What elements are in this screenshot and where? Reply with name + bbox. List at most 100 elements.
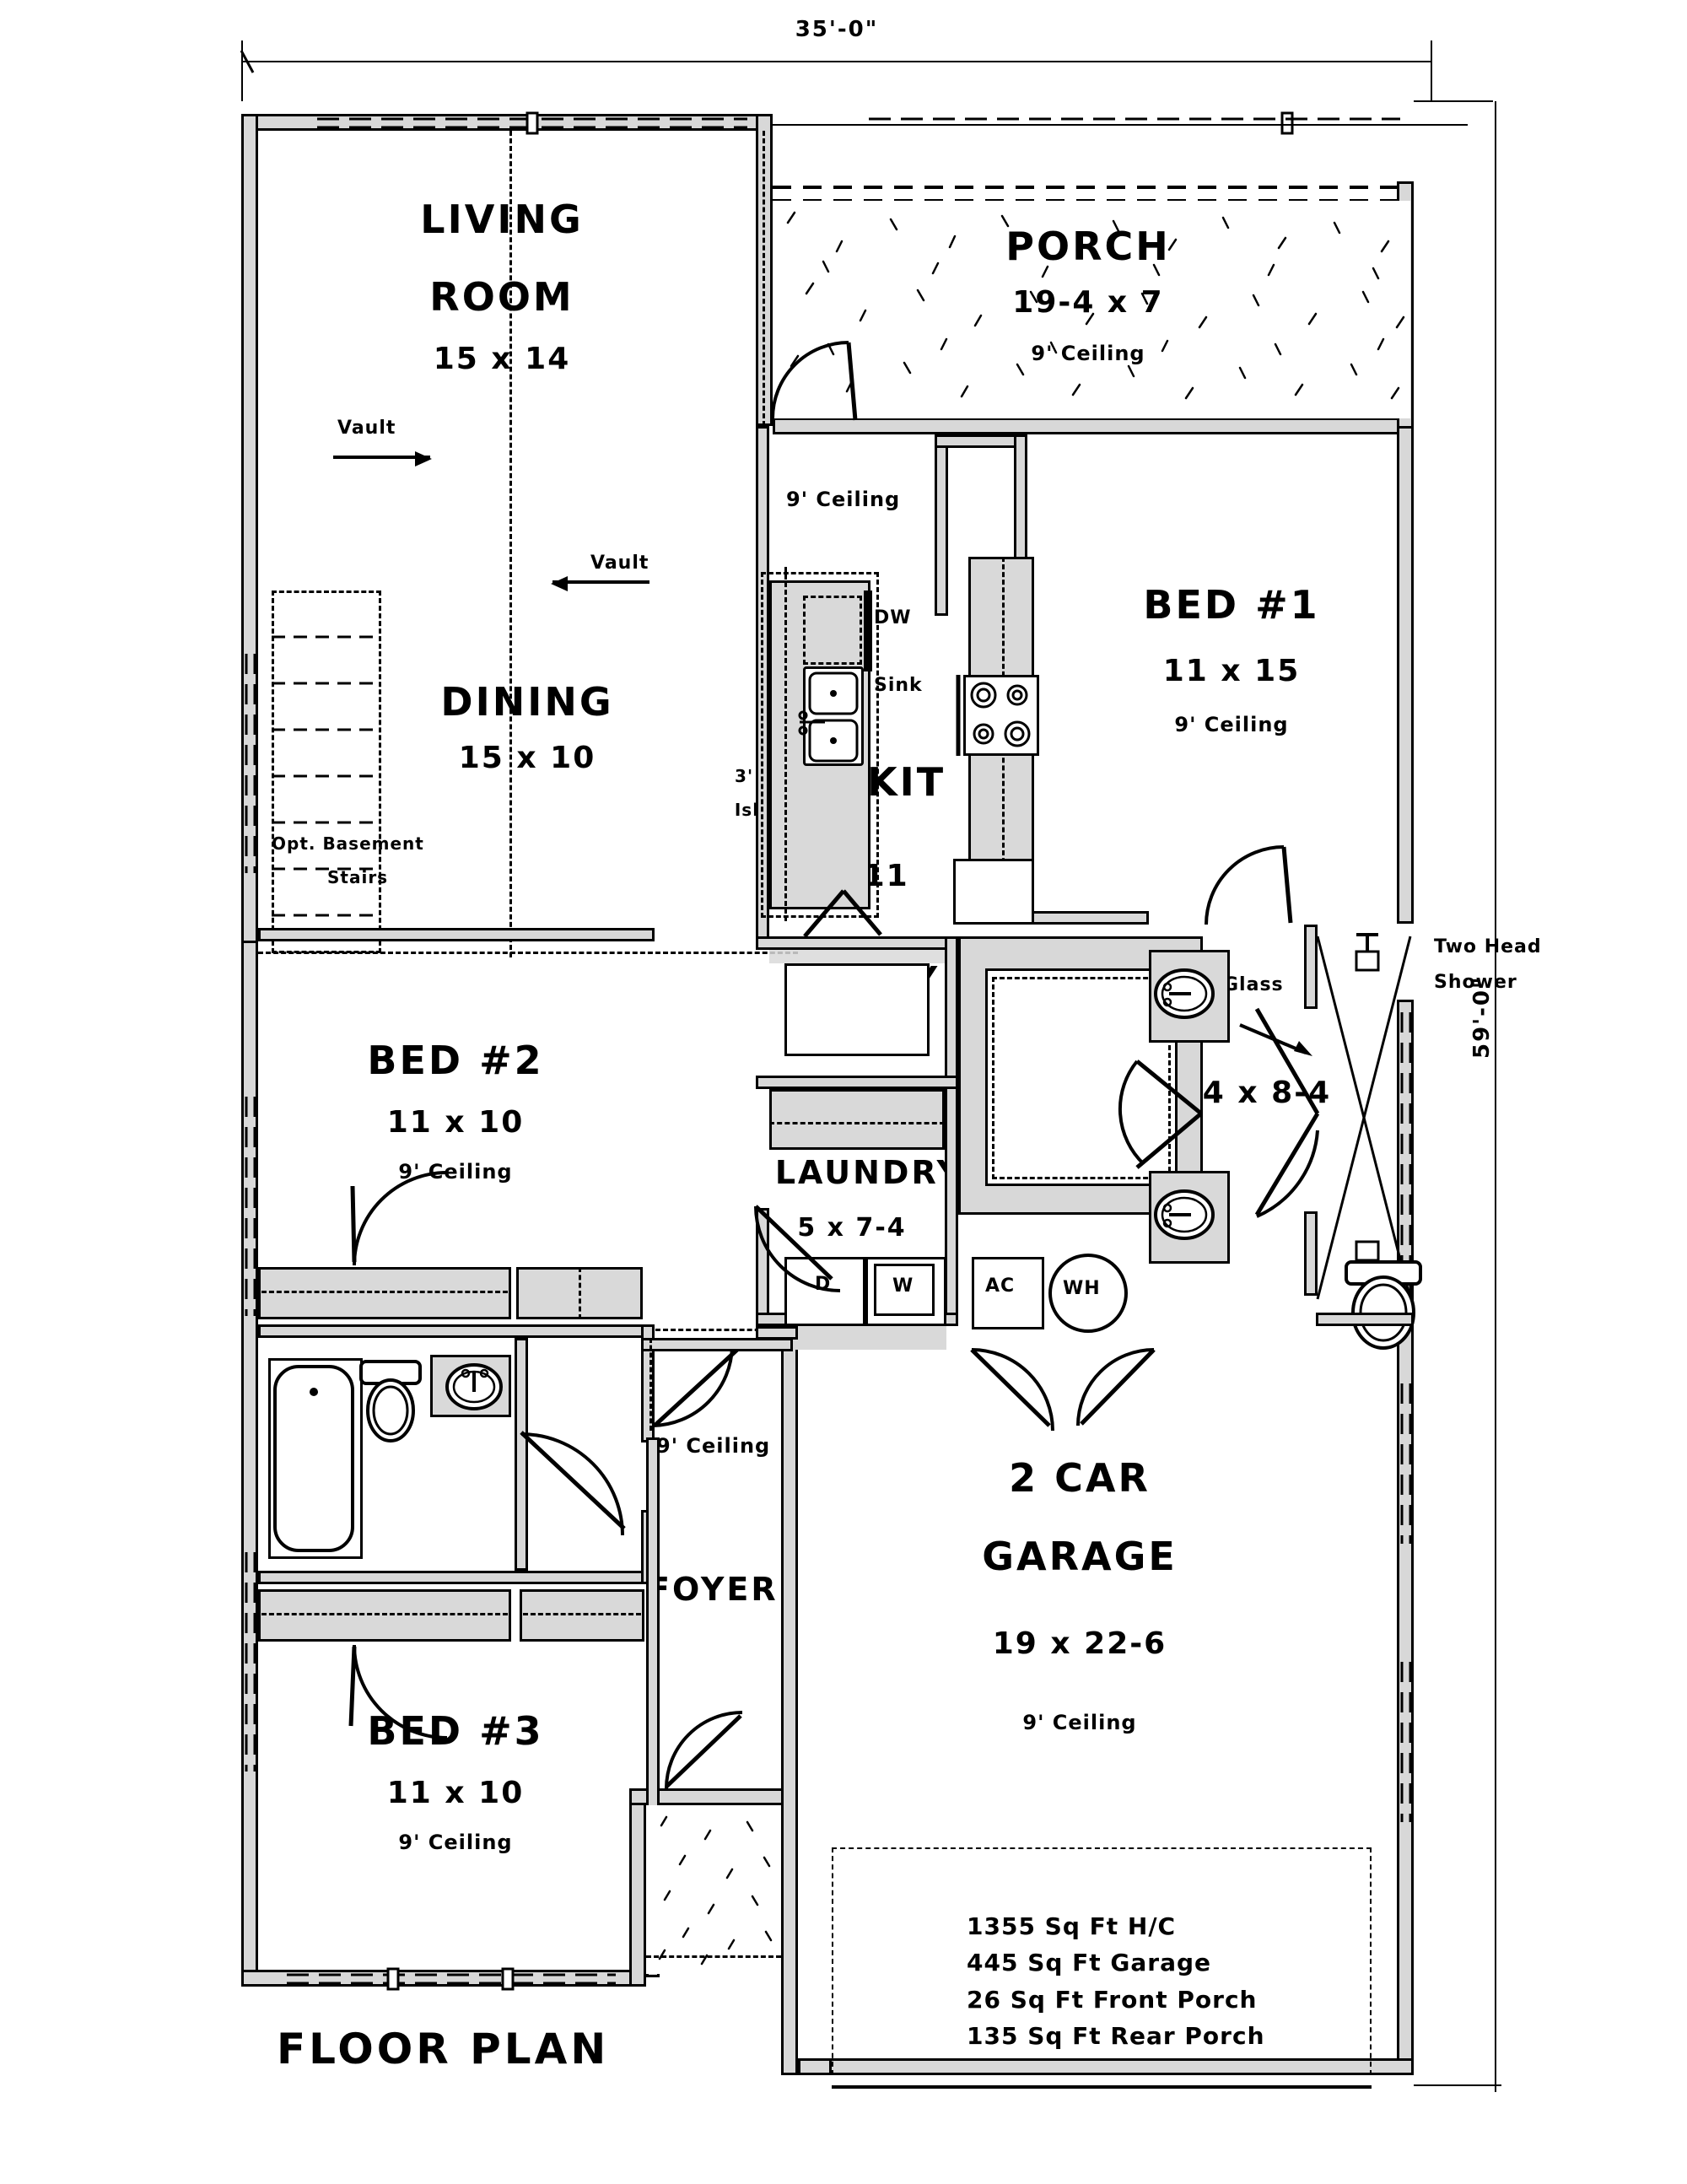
wall-bed2-bottom <box>258 1324 655 1338</box>
foyer-wall-dashed <box>649 1338 652 1431</box>
wh-label: WH <box>1063 1278 1101 1299</box>
wall-alignment-dashed <box>763 131 765 426</box>
bed2-dimension: 11 x 10 <box>386 1105 525 1140</box>
foyer-ceiling: 9' Ceiling <box>656 1434 771 1458</box>
laundry-dimension: 5 x 7-4 <box>797 1213 907 1243</box>
door-living-to-porch <box>771 341 858 421</box>
wall-utility-right <box>945 936 958 1324</box>
pantry-wall-shade-top <box>769 950 945 963</box>
dining-label: DINING <box>440 679 614 725</box>
bed1-dimension: 11 x 15 <box>1162 654 1301 688</box>
bed1-label: BED #1 <box>1143 582 1320 628</box>
foyer-label: FOYER <box>648 1571 779 1608</box>
rear-porch-hatch <box>773 201 1410 418</box>
depth-dimension-line <box>1495 101 1496 2092</box>
rear-porch-ceiling: 9' Ceiling <box>1031 342 1145 365</box>
sink-label: Sink <box>874 675 923 696</box>
two-head-shower-label-line1: Two Head <box>1434 936 1542 957</box>
master-closet-shelf <box>992 977 1171 1179</box>
counter-dash-lower <box>1002 742 1005 909</box>
bed3-ceiling: 9' Ceiling <box>398 1831 513 1854</box>
garage-dimension: 19 x 22-6 <box>992 1626 1167 1661</box>
laundry-shelf <box>769 1089 945 1150</box>
bathtub <box>273 1365 354 1552</box>
living-room-dimension: 15 x 14 <box>433 342 571 376</box>
wall-shower-left-upper <box>1304 925 1318 1009</box>
wall-toilet-alcove <box>1316 1313 1414 1326</box>
washer-label: W <box>892 1275 914 1297</box>
area-line-3: 26 Sq Ft Front Porch <box>967 1985 1258 2014</box>
wall-laundry-to-garage <box>756 1326 798 1340</box>
pantry-shelf-box <box>784 963 930 1056</box>
master-closet-door-swings <box>1118 1060 1203 1169</box>
vault-arrow-1 <box>333 451 432 466</box>
wall-bed1-bottom <box>1014 911 1149 925</box>
wall-pantry-top <box>756 936 958 950</box>
linen-closet-divider <box>579 1267 581 1319</box>
front-porch-hatch <box>646 1805 781 1974</box>
area-line-1: 1355 Sq Ft H/C <box>967 1912 1177 1940</box>
center-axis-dashed <box>509 131 512 957</box>
exterior-wall-right-upper <box>1397 426 1414 924</box>
wall-shower-left-lower <box>1304 1211 1318 1296</box>
hall-vanity-sink <box>445 1363 503 1410</box>
kitchen-label: KIT <box>867 759 946 805</box>
rear-porch-dimension: 19-4 x 7 <box>1012 285 1164 320</box>
bed3-closet-rod <box>261 1613 508 1615</box>
hall-toilet <box>359 1360 422 1443</box>
width-dimension-line <box>241 61 1432 62</box>
bed3-closet-shelf <box>258 1589 511 1642</box>
refrigerator-symbol <box>953 859 1034 925</box>
living-room-label-line2: ROOM <box>429 274 574 320</box>
bed1-ceiling: 9' Ceiling <box>1174 713 1289 736</box>
vault-label-2: Vault <box>590 553 649 574</box>
kitchen-counter-upper <box>968 557 1034 690</box>
glass-label: Glass <box>1223 974 1284 995</box>
front-porch-edge-dashed <box>646 1955 781 1958</box>
dryer-box <box>784 1257 865 1326</box>
kitchen-sink-details <box>798 671 859 763</box>
laundry-shelf-rod <box>769 1122 945 1124</box>
vanity-sinks <box>1154 968 1215 1240</box>
living-room-label-line1: LIVING <box>420 197 584 242</box>
water-heater-circle <box>1048 1254 1128 1333</box>
garage-door-line <box>832 2085 1372 2089</box>
two-head-shower-label-line2: Shower <box>1434 972 1517 993</box>
washer-inner <box>874 1264 935 1316</box>
bed2-ceiling: 9' Ceiling <box>398 1160 513 1184</box>
wall-bath2-right-inner <box>515 1338 528 1571</box>
ceiling-break-dashed-1 <box>258 952 798 954</box>
laundry-label: LAUNDRY <box>774 1154 963 1191</box>
master-closet-interior <box>985 968 1178 1186</box>
garage-slab-outline <box>832 1847 1372 2075</box>
garage-entry-doors <box>754 889 1156 1432</box>
laundry-base-shade <box>769 1326 946 1350</box>
garage-ceiling: 9' Ceiling <box>1022 1711 1137 1734</box>
width-dim-tick-left <box>241 40 243 101</box>
wall-dining-to-bed2 <box>258 928 655 941</box>
wall-hall-top-foyer <box>641 1338 793 1351</box>
rear-porch-label: PORCH <box>1005 224 1171 269</box>
dishwasher-label: DW <box>874 607 912 628</box>
garage-label-line1: 2 CAR <box>1009 1455 1151 1501</box>
dishwasher-symbol <box>803 596 862 665</box>
linen-closet-lower <box>520 1589 644 1642</box>
opt-basement-stairs-outline <box>272 590 381 953</box>
garage-label-line2: GARAGE <box>982 1534 1178 1579</box>
bed2-closet-shelf <box>258 1267 511 1319</box>
master-bath-entry-door <box>1205 845 1293 925</box>
island-center-dash <box>784 567 787 921</box>
width-dim-tick-right <box>1431 40 1432 101</box>
ac-unit-box <box>972 1257 1044 1329</box>
vault-arrow-2 <box>551 576 649 591</box>
dimension-extension-lines <box>240 50 1501 2086</box>
area-line-4: 135 Sq Ft Rear Porch <box>967 2022 1265 2051</box>
vault-label-1: Vault <box>337 418 396 439</box>
front-door <box>665 1711 743 1789</box>
interior-door-swings <box>348 1171 739 1739</box>
bed3-label: BED #3 <box>367 1708 544 1754</box>
bed3-dimension: 11 x 10 <box>386 1776 525 1810</box>
wall-hall-left <box>935 434 948 616</box>
dishwasher-edge <box>864 590 872 671</box>
